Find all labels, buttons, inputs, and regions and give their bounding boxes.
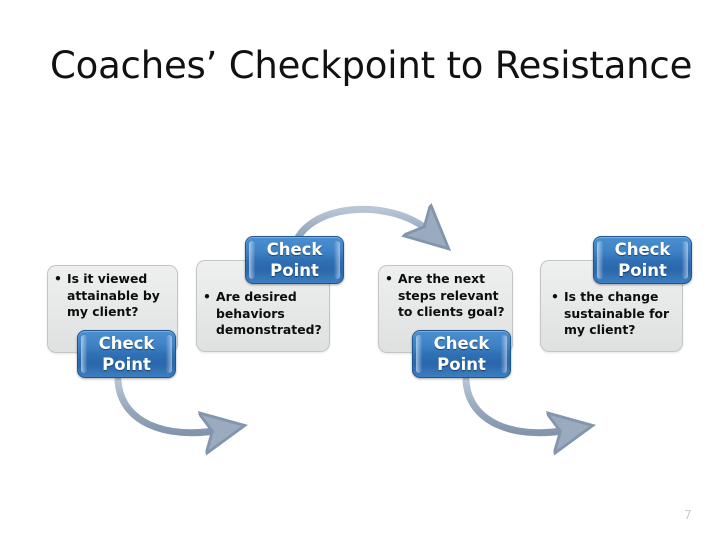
check-point-button-label-3: Check Point bbox=[433, 334, 490, 374]
check-point-button-2[interactable]: Check Point bbox=[245, 236, 344, 284]
button-bevel-left-1 bbox=[81, 335, 87, 373]
page-title: Coaches’ Checkpoint to Resistance bbox=[50, 44, 693, 87]
connector-3-4-arrow bbox=[462, 376, 568, 433]
step-text-3: Are the next steps relevant to clients g… bbox=[382, 271, 512, 321]
button-bevel-right-3 bbox=[501, 335, 507, 373]
step-text-2: Are desired behaviors demonstrated? bbox=[200, 289, 328, 339]
button-bevel-left-2 bbox=[249, 241, 255, 279]
button-bevel-left-3 bbox=[416, 335, 422, 373]
step-text-1: Is it viewed attainable by my client? bbox=[51, 271, 175, 321]
step-text-4: Is the change sustainable for my client? bbox=[548, 289, 682, 339]
check-point-button-3[interactable]: Check Point bbox=[412, 330, 511, 378]
page-number: 7 bbox=[684, 508, 692, 522]
connector-1-2-arrow bbox=[114, 376, 220, 433]
check-point-button-label-2: Check Point bbox=[266, 240, 323, 280]
button-bevel-right-1 bbox=[166, 335, 172, 373]
check-point-button-1[interactable]: Check Point bbox=[77, 330, 176, 378]
check-point-button-4[interactable]: Check Point bbox=[593, 236, 692, 284]
button-bevel-left-4 bbox=[597, 241, 603, 279]
check-point-button-label-1: Check Point bbox=[98, 334, 155, 374]
button-bevel-right-4 bbox=[682, 241, 688, 279]
check-point-button-label-4: Check Point bbox=[614, 240, 671, 280]
button-bevel-right-2 bbox=[334, 241, 340, 279]
